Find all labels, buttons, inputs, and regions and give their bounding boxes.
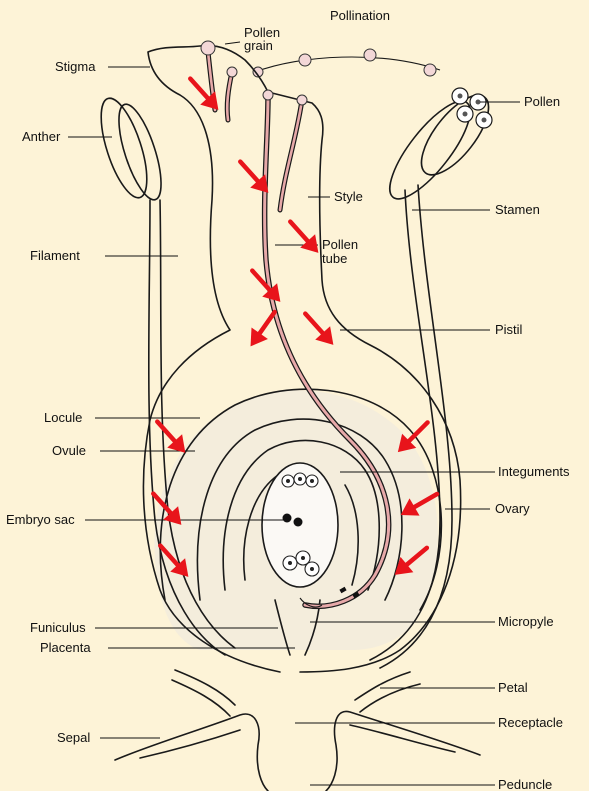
label-peduncle: Peduncle (498, 777, 552, 791)
label-filament: Filament (30, 248, 80, 263)
label-pistil: Pistil (495, 322, 523, 337)
label-placenta: Placenta (40, 640, 91, 655)
label-pollen: Pollen (524, 94, 560, 109)
label-sepal: Sepal (57, 730, 90, 745)
label-petal: Petal (498, 680, 528, 695)
red-arrow (233, 155, 276, 200)
label-stigma: Stigma (55, 59, 96, 74)
label-style: Style (334, 189, 363, 204)
label-anther: Anther (22, 129, 61, 144)
label-stamen: Stamen (495, 202, 540, 217)
red-arrow (183, 72, 226, 117)
label-embryo-sac: Embryo sac (6, 512, 75, 527)
label-locule: Locule (44, 410, 82, 425)
label-ovule: Ovule (52, 443, 86, 458)
label-micropyle: Micropyle (498, 614, 554, 629)
red-arrow (298, 307, 341, 352)
label-pollen-grain-2: grain (244, 38, 273, 53)
label-integuments: Integuments (498, 464, 570, 479)
label-pollen-tube-1: Pollen (322, 237, 358, 252)
label-receptacle: Receptacle (498, 715, 563, 730)
label-funiculus: Funiculus (30, 620, 86, 635)
label-pollen-tube-2: tube (322, 251, 347, 266)
label-ovary: Ovary (495, 501, 530, 516)
pollination-path (253, 49, 440, 77)
label-pollination: Pollination (330, 8, 390, 23)
